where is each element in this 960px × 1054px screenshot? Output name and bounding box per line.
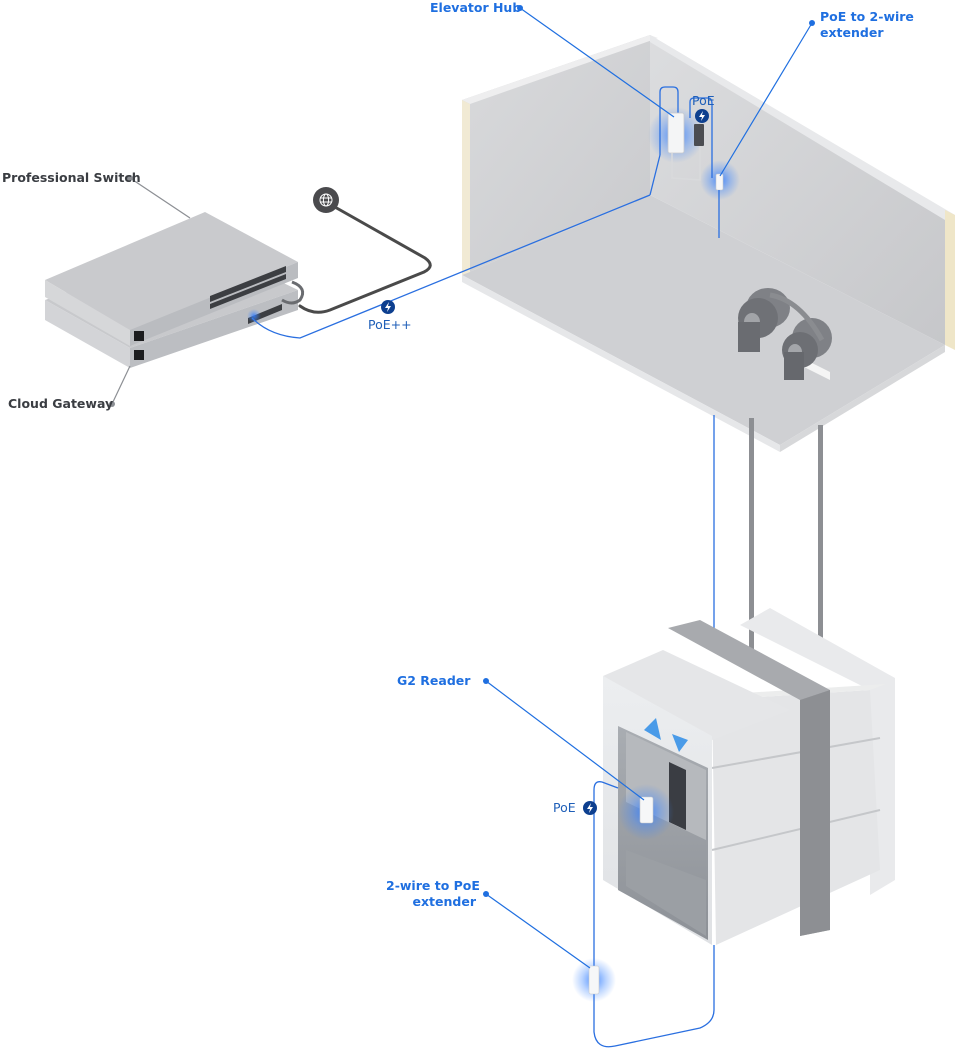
label-elevator-hub: Elevator Hub [430, 0, 522, 15]
elevator-controller [694, 124, 704, 146]
machine-room-wall-left [462, 35, 650, 275]
lightning-bolt-icon [587, 803, 593, 813]
label-twowire-to-poe-line1: 2-wire to PoE [386, 878, 480, 893]
label-poe-to-2wire: PoE to 2-wire extender [820, 9, 914, 41]
lightning-bolt-icon [385, 302, 391, 312]
leader-professional-switch [129, 177, 191, 219]
poe-plus-plus-badge [381, 300, 395, 314]
elevator-car [603, 608, 895, 945]
network-rack [45, 212, 305, 368]
label-twowire-to-poe: 2-wire to PoE extender [386, 878, 480, 910]
hub-poe-label: PoE [692, 93, 715, 108]
machine-room-floor-edge [462, 275, 780, 452]
globe-icon [319, 193, 333, 207]
label-twowire-to-poe-line2: extender [412, 894, 476, 909]
machine-room [462, 35, 955, 452]
wan-cable [298, 200, 432, 314]
label-g2-reader: G2 Reader [397, 673, 471, 688]
hoist-ropes [749, 418, 823, 670]
car-top [603, 650, 790, 740]
machine-room-wall-right [650, 35, 945, 345]
down-arrow-icon [672, 734, 688, 752]
traction-machine [738, 288, 832, 380]
up-arrow-icon [644, 718, 661, 740]
lightning-bolt-icon [699, 111, 705, 121]
leader-poe-to-2wire [719, 22, 813, 177]
professional-switch-device [45, 212, 298, 330]
twowire-to-poe-device [588, 965, 600, 995]
hub-poe-badge [695, 109, 709, 123]
machine-room-floor [462, 195, 945, 445]
label-poe-to-2wire-line2: extender [820, 25, 884, 40]
poe-plus-plus-label: PoE++ [368, 317, 412, 332]
leader-g2-reader [485, 680, 645, 801]
reader-poe-badge [583, 801, 597, 815]
g2-reader-device [639, 796, 654, 824]
poe-to-2wire-device [715, 173, 724, 191]
label-cloud-gateway: Cloud Gateway [8, 396, 114, 411]
leader-elevator-hub [519, 7, 675, 118]
reader-poe-label: PoE [553, 800, 576, 815]
leader-cloud-gateway [111, 365, 131, 405]
elevator-hub-device [667, 112, 685, 154]
car-side [712, 690, 880, 945]
label-poe-to-2wire-line1: PoE to 2-wire [820, 9, 914, 24]
reader-poe-cable [593, 781, 619, 966]
label-professional-switch: Professional Switch [2, 170, 141, 185]
twowire-car-cable [593, 945, 715, 1048]
leader-twowire-to-poe [485, 893, 591, 969]
callout-leaders [109, 5, 815, 969]
internet-node [313, 187, 339, 213]
